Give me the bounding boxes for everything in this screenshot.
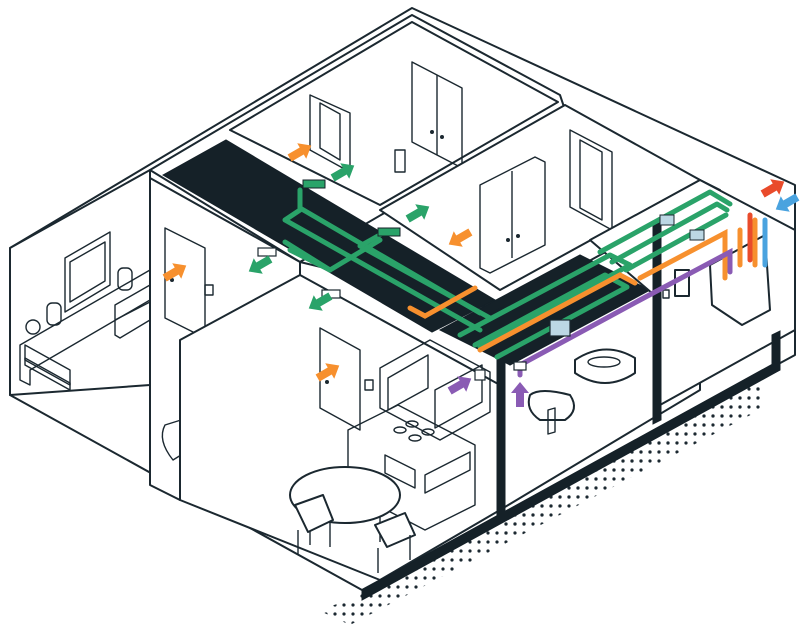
front-wall-edges	[361, 221, 781, 601]
airflow-arrows	[162, 143, 800, 407]
ducts	[282, 187, 768, 378]
desk	[19, 269, 151, 386]
vent-supply	[377, 227, 401, 237]
vent-wall	[257, 247, 277, 257]
kitchen-door	[319, 327, 361, 431]
kitchen-supply-arrow-icon	[308, 292, 333, 311]
bedroom-right-supply-arrow-icon	[405, 204, 430, 223]
office-extract-arrow-icon	[162, 263, 187, 282]
bedroom-top-supply-arrow-icon	[330, 163, 355, 182]
speaker-left	[46, 302, 62, 326]
vent-bathroom	[513, 361, 527, 371]
office-supply-arrow-icon	[248, 255, 273, 274]
bedroom-top-extract-arrow-icon	[287, 143, 312, 162]
ground-shadow	[318, 380, 760, 625]
outdoor-intake-arrow-icon	[775, 193, 800, 212]
duct-joint	[659, 214, 675, 226]
upper-cabinets	[379, 339, 491, 441]
outdoor-exhaust-arrow-icon	[760, 179, 785, 198]
chair-2	[374, 512, 416, 548]
duct-manifold	[549, 319, 571, 337]
kitchen-extract-arrow-icon	[315, 363, 340, 382]
extract-ducts	[407, 217, 758, 353]
toilet	[527, 390, 575, 421]
bedroom-right-extract-arrow-icon	[448, 228, 473, 247]
wardrobe-right	[479, 156, 546, 274]
kitchen	[179, 274, 501, 581]
bathroom-exhaust-arrow-icon	[511, 382, 529, 407]
vents	[257, 179, 527, 381]
supply-ducts	[282, 187, 733, 360]
bathroom-sink	[574, 348, 636, 384]
vent-kitchen	[474, 369, 486, 381]
lamp	[25, 319, 41, 335]
chair-1	[294, 494, 334, 533]
kitchen-exhaust-arrow-icon	[447, 376, 472, 395]
duct-joint	[689, 229, 705, 241]
vent-supply	[302, 179, 326, 189]
speaker-right	[117, 267, 133, 291]
monitor	[64, 231, 111, 313]
